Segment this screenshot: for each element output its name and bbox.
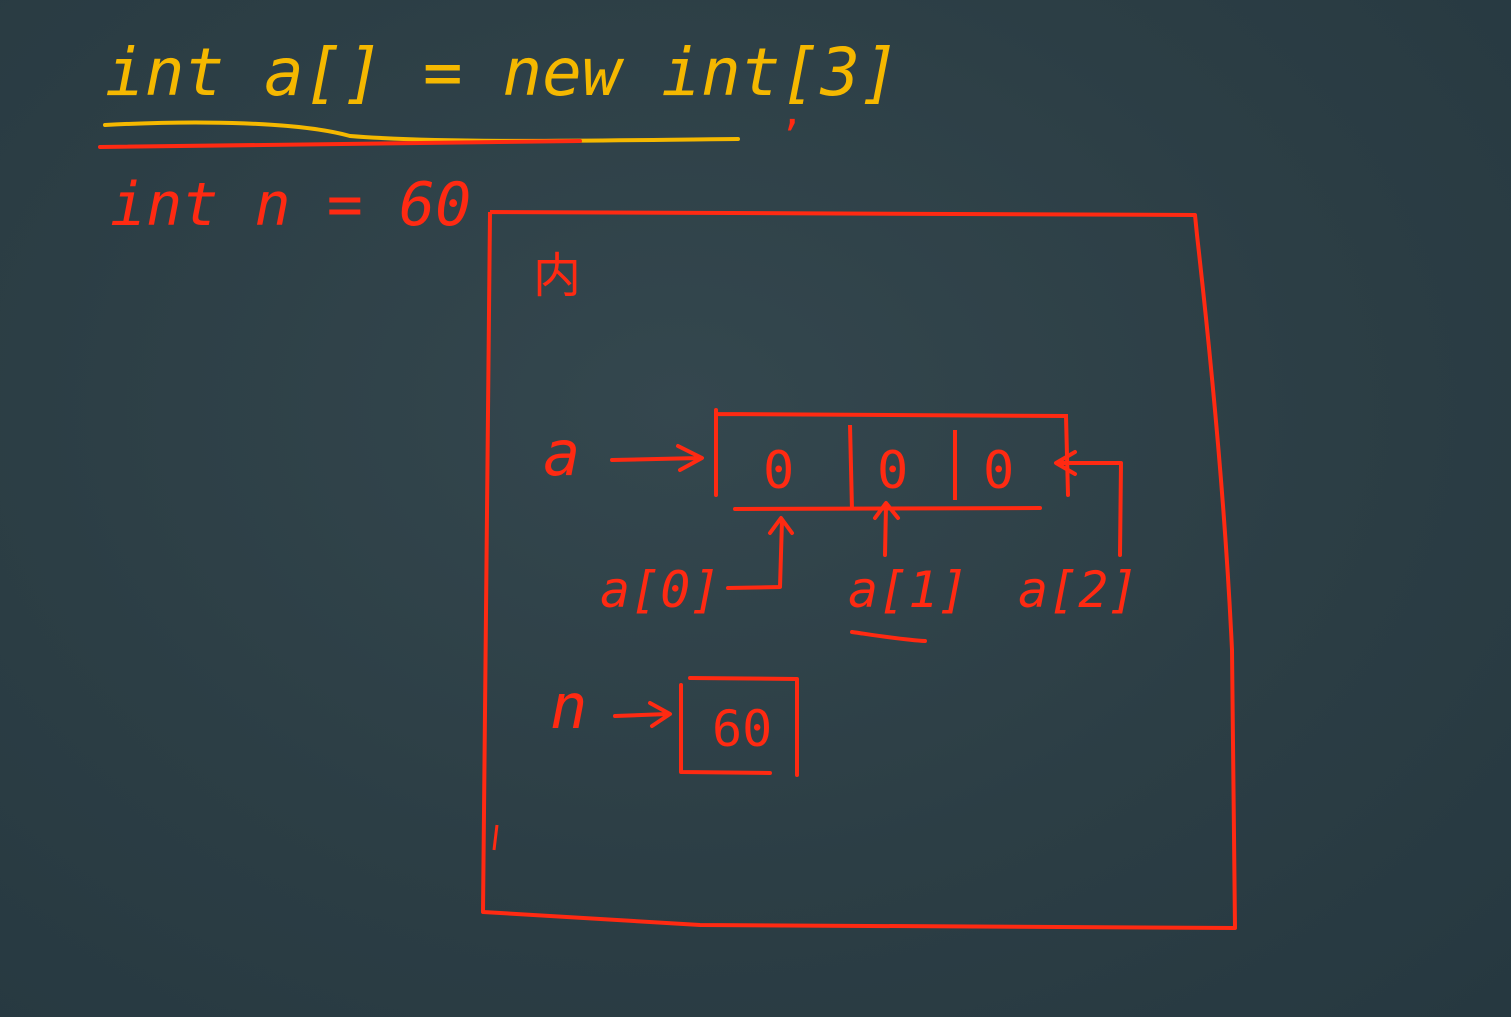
comma-mark: , xyxy=(780,89,804,135)
scalar-pointer-arrow xyxy=(613,701,672,728)
index-underline-1 xyxy=(850,630,927,643)
array-cell-0: 0 xyxy=(763,441,794,501)
scalar-var-name: n xyxy=(550,670,587,743)
array-var-name: a xyxy=(543,417,580,490)
array-cell-1: 0 xyxy=(877,441,908,501)
array-cell-2: 0 xyxy=(983,441,1014,501)
code-line-int-decl: int n = 60 xyxy=(110,170,471,240)
memory-box xyxy=(481,210,1237,930)
index-label-0: a[0] xyxy=(600,561,720,619)
array-divider-1 xyxy=(848,424,854,511)
memory-label: 内 xyxy=(533,248,581,304)
index-arrow-0 xyxy=(726,516,794,590)
memory-box-tick xyxy=(492,824,499,851)
red-underline xyxy=(98,139,582,149)
index-label-1: a[1] xyxy=(848,561,968,619)
index-arrow-1 xyxy=(873,501,900,557)
index-arrow-2 xyxy=(1054,450,1123,557)
array-pointer-arrow xyxy=(610,444,704,472)
yellow-underline xyxy=(103,120,740,143)
code-line-array-decl: int a[] = new int[3] xyxy=(105,34,900,111)
scalar-box xyxy=(679,676,799,777)
index-label-2: a[2] xyxy=(1018,561,1138,619)
scalar-value: 60 xyxy=(712,700,772,758)
